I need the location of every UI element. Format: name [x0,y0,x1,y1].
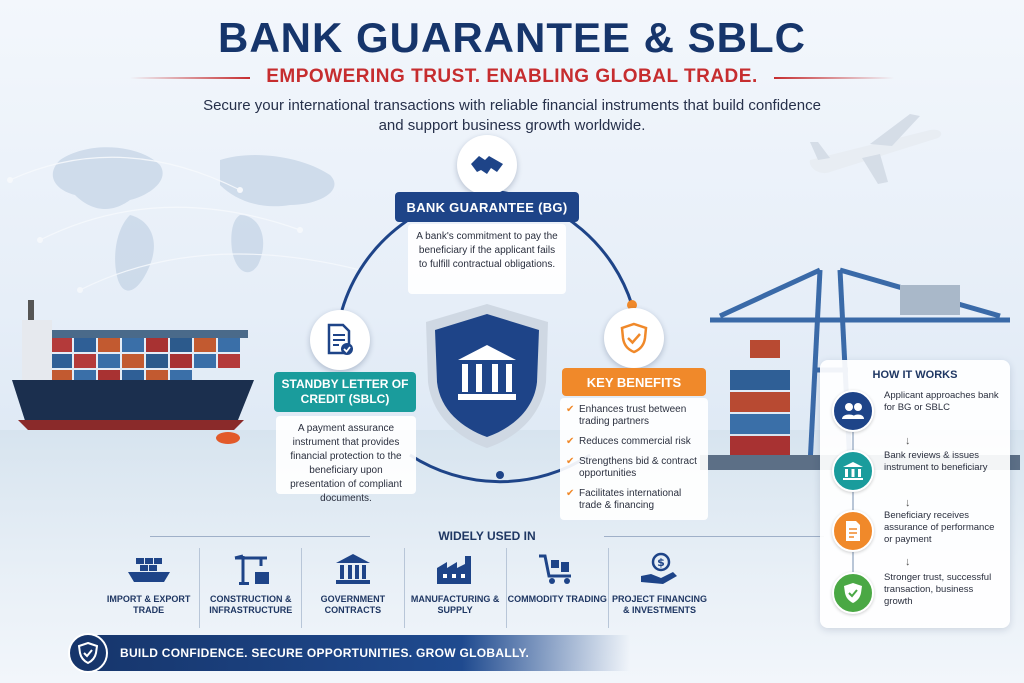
subtitle-rule-left [130,77,250,79]
sblc-label: STANDBY LETTER OF CREDIT (SBLC) [274,372,416,412]
step-2: Bank reviews & issues instrument to bene… [832,450,1004,492]
check-icon: ✔ [566,488,575,499]
used-item-government: GOVERNMENT CONTRACTS [302,548,405,628]
government-building-icon [302,550,403,588]
money-hand-icon: $ [609,550,710,588]
page-subtitle: EMPOWERING TRUST. ENABLING GLOBAL TRADE. [266,66,758,87]
intro-text: Secure your international transactions w… [203,97,821,134]
check-icon: ✔ [566,436,575,447]
widely-used-title: WIDELY USED IN [438,529,536,543]
benefit-item: ✔Reduces commercial risk [566,436,691,447]
cargo-ship-icon [98,550,199,588]
key-benefits-label: KEY BENEFITS [562,368,706,396]
bank-icon [832,450,874,492]
arrow-down-icon: ↓ [905,435,911,447]
shield-check-icon [604,308,664,368]
svg-text:$: $ [658,556,666,569]
check-icon: ✔ [566,456,575,467]
crane-icon [200,550,301,588]
widely-used-rule-right [604,536,824,537]
bank-guarantee-label: BANK GUARANTEE (BG) [395,192,579,222]
airplane-graphic [809,114,942,184]
used-item-manufacturing: MANUFACTURING & SUPPLY [405,548,507,628]
how-it-works-panel: HOW IT WORKS Applicant approaches bank f… [820,360,1010,628]
document-check-icon [310,310,370,370]
arrow-down-icon: ↓ [905,556,911,568]
bank-guarantee-description: A bank's commitment to pay the beneficia… [408,224,566,294]
page-title: BANK GUARANTEE & SBLC [218,14,806,61]
used-item-commodity: COMMODITY TRADING [507,548,609,628]
shield-check-icon [68,633,108,673]
benefit-item: ✔Strengthens bid & contract opportunitie… [566,456,697,479]
step-4: Stronger trust, successful transaction, … [832,572,1004,614]
handshake-icon [457,135,517,195]
used-item-project-financing: $ PROJECT FINANCING & INVESTMENTS [609,548,710,628]
key-benefits-list: ✔Enhances trust between trading partners… [560,398,708,520]
widely-used-list: IMPORT & EXPORT TRADE CONSTRUCTION & INF… [98,548,710,628]
step-3: Beneficiary receives assurance of perfor… [832,510,1004,552]
world-map-graphic [7,147,361,293]
cargo-ship-graphic [12,300,254,444]
document-icon [832,510,874,552]
factory-icon [405,550,506,588]
footer-banner [70,635,630,671]
widely-used-rule-left [150,536,370,537]
check-icon: ✔ [566,404,575,415]
sblc-description: A payment assurance instrument that prov… [276,416,416,504]
footer-tagline: BUILD CONFIDENCE. SECURE OPPORTUNITIES. … [120,646,530,660]
how-it-works-title: HOW IT WORKS [872,369,958,381]
bank-shield-emblem [426,304,548,448]
used-item-import-export: IMPORT & EXPORT TRADE [98,548,201,628]
used-item-construction: CONSTRUCTION & INFRASTRUCTURE [200,548,303,628]
shield-check-icon [832,572,874,614]
arrow-down-icon: ↓ [905,497,911,509]
benefit-item: ✔Enhances trust between trading partners [566,404,687,427]
step-1: Applicant approaches bank for BG or SBLC [832,390,1004,432]
cart-icon [507,550,608,588]
people-icon [832,390,874,432]
subtitle-rule-right [774,77,894,79]
benefit-item: ✔Facilitates international trade & finan… [566,488,682,511]
